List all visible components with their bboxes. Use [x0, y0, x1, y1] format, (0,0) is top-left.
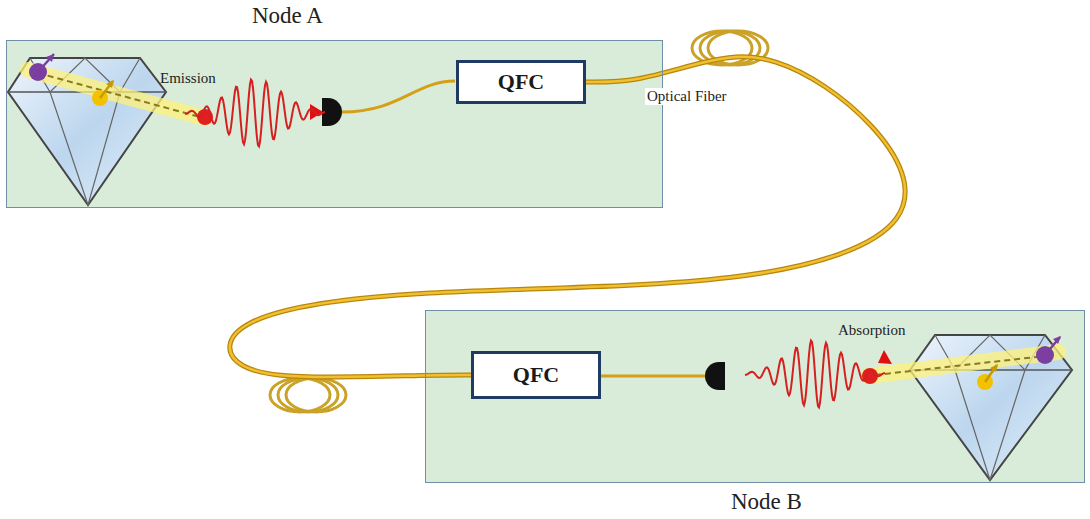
fiber-coil: [270, 378, 346, 412]
node-heading: Node B: [731, 489, 802, 515]
panel-ground: [425, 310, 1085, 483]
box-label: QFC: [498, 69, 544, 95]
node-panel: Node BQFC: [425, 310, 1085, 483]
converter-box: QFC: [471, 351, 601, 399]
detector: [705, 362, 725, 390]
fiber-outline: [230, 57, 905, 377]
photon-wave: [185, 80, 325, 147]
photon-arrowhead: [878, 350, 892, 364]
process-label: Emission: [160, 70, 216, 87]
panel-ground: [6, 40, 663, 208]
spin-chain: [862, 336, 1061, 390]
node-panel: Node AQFC: [6, 40, 663, 208]
photon-arrowhead: [310, 104, 323, 120]
converter-box: QFC: [456, 60, 586, 104]
box-label: QFC: [513, 362, 559, 388]
process-label: Absorption: [838, 322, 906, 339]
fiber-link: [600, 375, 705, 378]
photon-wave: [745, 341, 885, 408]
node-heading: Node A: [252, 3, 323, 29]
optical-fiber: [230, 57, 905, 377]
fiber-link: [342, 81, 455, 112]
edge-label: Optical Fiber: [645, 88, 729, 105]
